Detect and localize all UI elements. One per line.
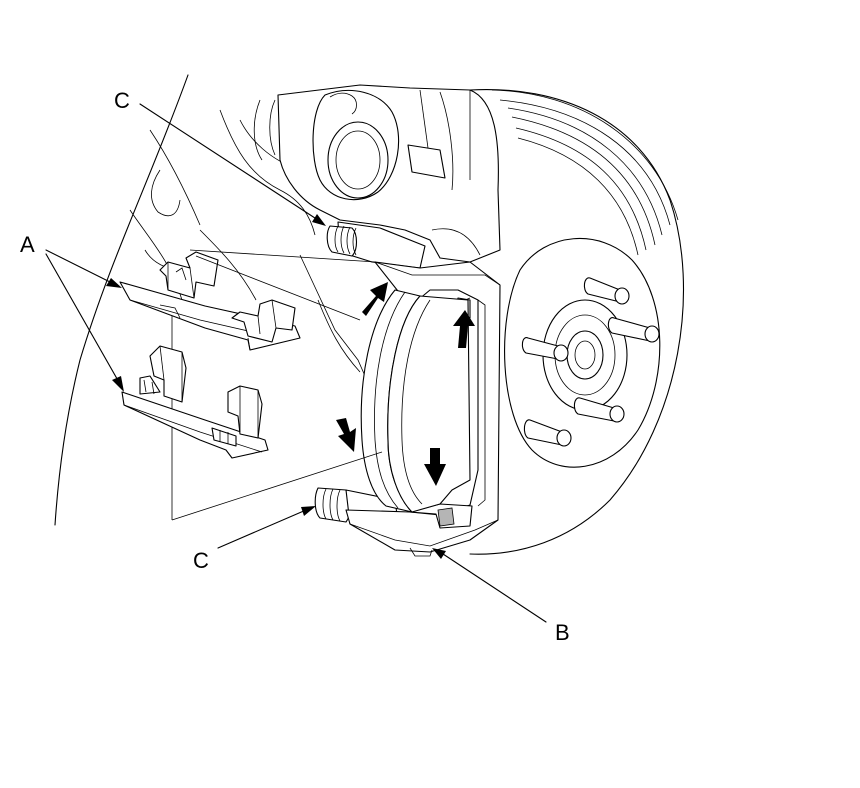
brake-pad bbox=[360, 289, 471, 513]
callout-c-bottom: C bbox=[193, 548, 209, 573]
arrow-icon-upper-right bbox=[453, 310, 475, 348]
arrow-icon-upper-left bbox=[362, 282, 388, 316]
caliper-body bbox=[253, 84, 501, 263]
pad-shim-lower bbox=[121, 345, 269, 459]
arrow-icon-lower-left bbox=[336, 418, 356, 452]
callout-b: B bbox=[555, 620, 570, 645]
arrow-icon-lower-right bbox=[424, 448, 446, 486]
callout-a: A bbox=[20, 232, 35, 257]
install-direction-arrows bbox=[336, 282, 475, 486]
brake-disc bbox=[469, 88, 685, 555]
guide-pin-top bbox=[326, 221, 426, 269]
leader-lines bbox=[45, 103, 547, 623]
wheel-studs bbox=[521, 277, 660, 447]
callout-c-top: C bbox=[114, 88, 130, 113]
pad-shim-upper bbox=[119, 251, 301, 351]
